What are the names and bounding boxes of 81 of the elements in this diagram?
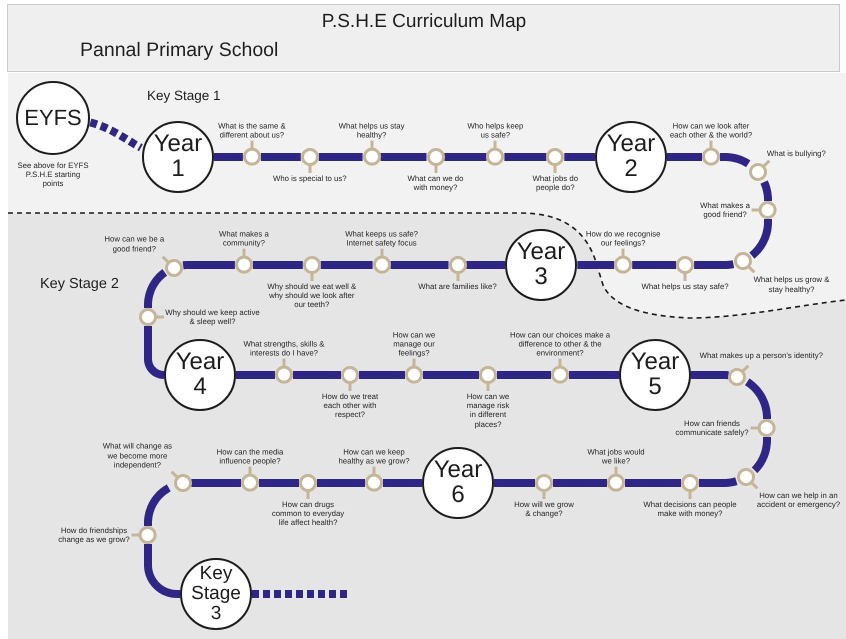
track-line [745, 378, 771, 419]
track-line [320, 261, 373, 269]
station-icon [170, 470, 192, 492]
track-line [553, 479, 607, 487]
track-line [144, 484, 171, 526]
station-icon [748, 159, 771, 182]
track-line [191, 479, 241, 487]
track-line [236, 371, 275, 379]
station-icon [241, 465, 259, 492]
track-line [252, 261, 303, 269]
station-icon [372, 247, 391, 274]
track-line [694, 260, 734, 269]
track-line [667, 153, 702, 161]
station-icon [130, 526, 157, 544]
station-icon [551, 357, 569, 384]
station-icon [426, 148, 444, 175]
station-icon [736, 468, 758, 490]
station-icon [479, 366, 497, 393]
dashed-line [252, 590, 347, 598]
track-line [564, 153, 595, 161]
station-icon [546, 148, 564, 175]
track-line [318, 153, 363, 161]
track-line [359, 371, 405, 379]
station-icon [242, 139, 261, 166]
station-icon [750, 201, 777, 219]
station-icon [234, 247, 253, 274]
track-line [423, 371, 479, 379]
station-icon [749, 419, 776, 437]
track-line [380, 153, 426, 161]
station-icon [448, 256, 466, 283]
station-icon [365, 465, 383, 492]
track-line [260, 153, 301, 161]
station-icon [535, 474, 553, 501]
track-line [494, 479, 535, 487]
station-icon [161, 254, 184, 276]
track-line [466, 261, 505, 269]
station-icon [486, 139, 504, 166]
track-line [293, 371, 341, 379]
station-icon [702, 139, 720, 166]
track-line [632, 261, 676, 269]
track-line [259, 479, 299, 487]
station-icon [275, 357, 293, 384]
region-label: Key Stage 2 [40, 276, 119, 293]
track-line [317, 479, 365, 487]
track-line [144, 269, 168, 308]
track-line [504, 153, 546, 161]
track-line [625, 479, 681, 487]
school-name: Pannal Primary School [80, 39, 278, 62]
track-line [383, 479, 422, 487]
dashed-line [89, 118, 143, 152]
track-line [760, 180, 772, 201]
section-label: Key Stage 1 [147, 88, 221, 104]
track-line [720, 153, 750, 168]
station-icon [728, 364, 750, 386]
track-line [691, 371, 729, 380]
track-line [182, 261, 235, 270]
station-icon [681, 474, 699, 501]
station-icon [607, 465, 625, 492]
diagram-title: P.S.H.E Curriculum Map [322, 11, 526, 33]
station-icon [299, 474, 317, 501]
station-icon [300, 148, 319, 175]
track-line [144, 544, 180, 598]
track-line [214, 153, 243, 161]
station-icon [362, 139, 381, 166]
station-icon [302, 256, 321, 283]
track-line [390, 261, 448, 269]
track-line [752, 437, 771, 474]
station-icon [139, 308, 166, 326]
track-line [569, 371, 619, 379]
track-line [497, 371, 551, 379]
station-icon [405, 357, 423, 384]
station-icon [341, 366, 359, 393]
station-icon [676, 256, 694, 283]
station-icon [734, 252, 756, 274]
track-line [444, 153, 486, 161]
track-line [699, 477, 738, 487]
key-stage-region [8, 212, 846, 639]
track-line [144, 326, 164, 379]
track-line [749, 219, 772, 259]
track-line [577, 261, 614, 269]
station-icon [614, 247, 632, 274]
